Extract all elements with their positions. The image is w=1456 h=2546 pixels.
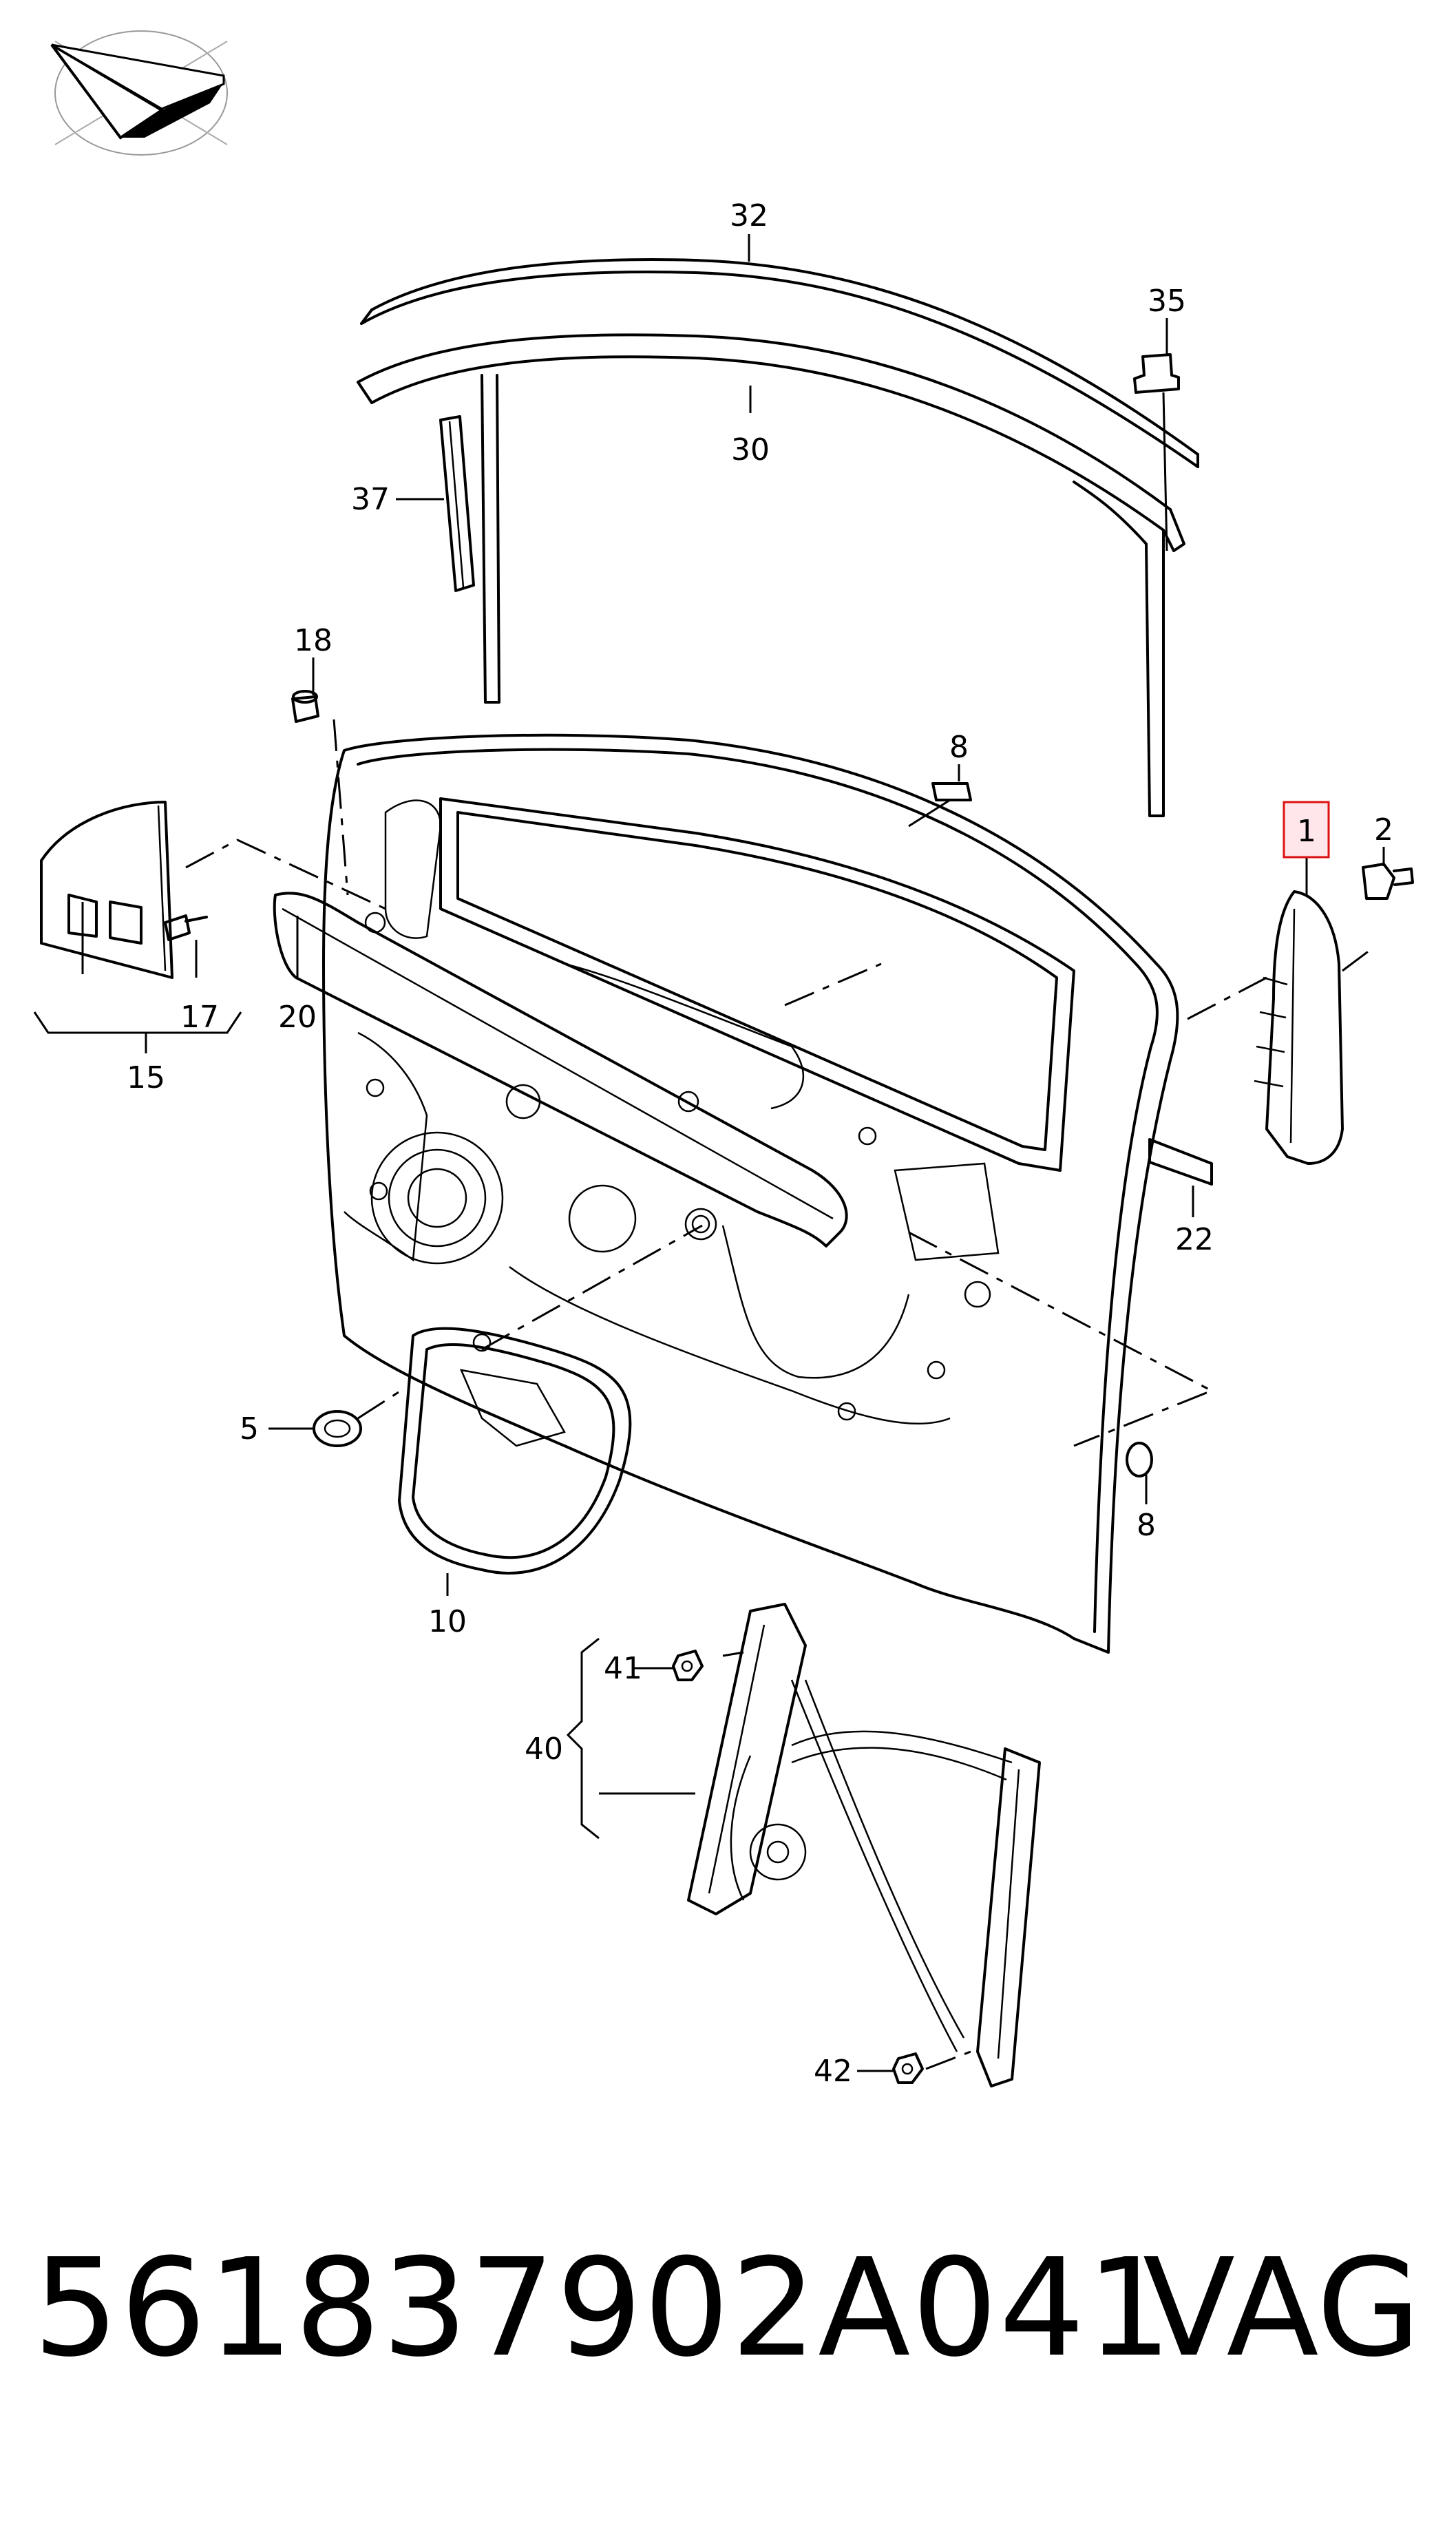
callout-20: 20 [278, 1000, 317, 1035]
part-clip-35 [1133, 353, 1180, 394]
callout-1: 1 [1297, 814, 1316, 849]
callout-2: 2 [1374, 812, 1393, 848]
callout-40: 40 [525, 1732, 563, 1767]
part-nut-42 [892, 2052, 924, 2084]
part-inner-belt-strip [273, 892, 848, 1248]
part-window-seal-outer [360, 258, 1199, 468]
callout-32: 32 [730, 198, 768, 233]
callout-41: 41 [604, 1651, 642, 1686]
callout-30: 30 [731, 432, 770, 467]
callout-35: 35 [1148, 284, 1186, 319]
part-number: 561837902A041 [33, 2230, 1174, 2387]
part-mirror-cover [40, 801, 173, 979]
callout-labels: 32 35 30 37 18 8 1 2 17 20 15 22 5 8 10 … [127, 198, 1393, 2089]
callout-8-top: 8 [949, 730, 969, 765]
part-window-channel [357, 333, 1185, 817]
part-window-regulator [687, 1603, 1041, 2087]
part-screw-17 [164, 914, 208, 941]
part-plug-8b [1126, 1442, 1153, 1477]
assembly-lines [185, 719, 1371, 2070]
callout-8-bottom: 8 [1137, 1508, 1156, 1543]
callout-17: 17 [180, 1000, 219, 1035]
part-door-shell [322, 733, 1179, 1654]
callout-5: 5 [240, 1411, 259, 1446]
leader-lines [33, 234, 1385, 2072]
part-nut-41 [672, 1650, 704, 1681]
callout-37: 37 [351, 482, 390, 517]
part-plug-8a [931, 782, 972, 801]
part-clip-2 [1362, 863, 1414, 900]
logo-emblem [50, 30, 228, 156]
callout-42: 42 [814, 2054, 852, 2089]
callout-15: 15 [127, 1060, 165, 1095]
part-bracket-1 [1254, 890, 1344, 1165]
callout-22: 22 [1175, 1222, 1214, 1257]
part-nut-18 [291, 690, 319, 723]
brand-label: VAG [1143, 2230, 1422, 2387]
part-grommet-5 [313, 1410, 362, 1447]
callout-18: 18 [294, 623, 333, 658]
callout-10: 10 [428, 1604, 467, 1639]
part-seal-10 [398, 1327, 632, 1575]
part-bar-22 [1148, 1138, 1213, 1186]
highlight-box [1283, 801, 1330, 859]
part-trim-strip [439, 415, 475, 592]
